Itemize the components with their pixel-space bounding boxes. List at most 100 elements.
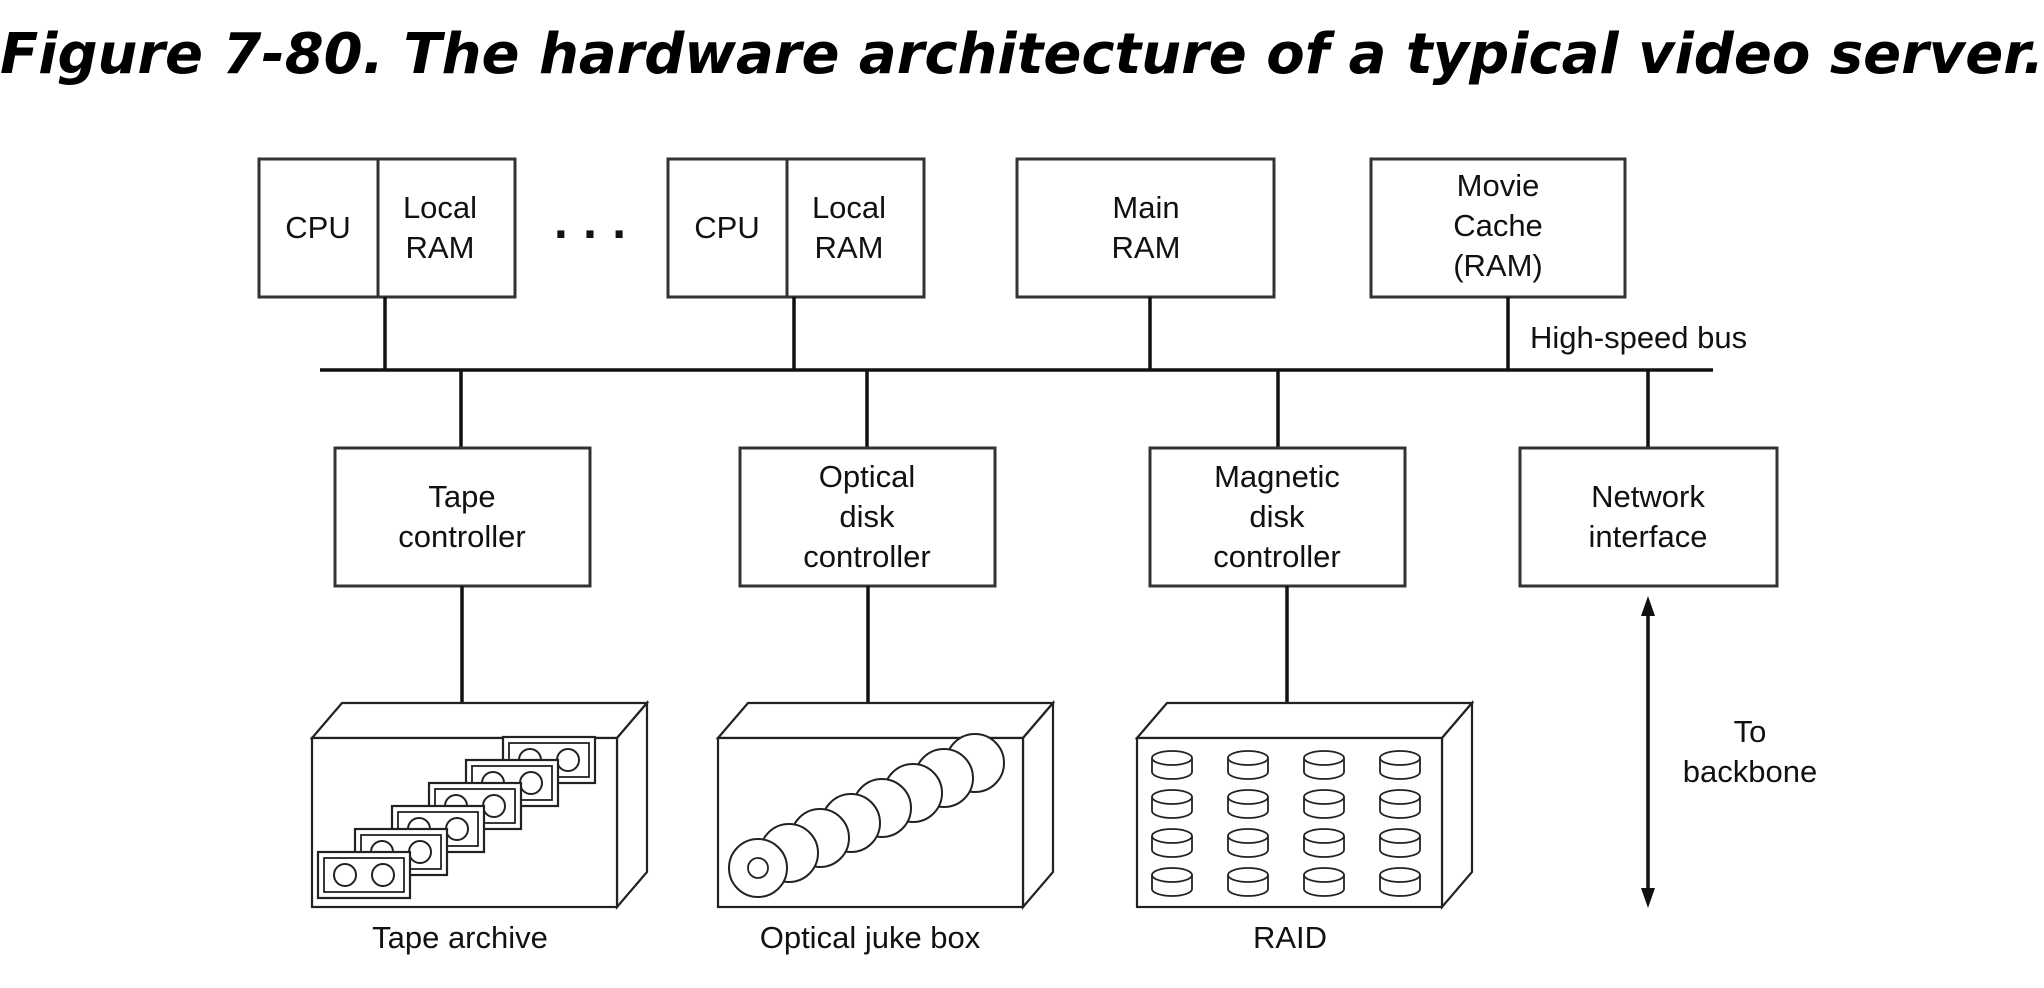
backbone-arrowhead-down [1641, 888, 1655, 908]
main-ram-box [1015, 157, 1276, 299]
tape-reel [482, 794, 506, 818]
raid-disk [1303, 867, 1345, 897]
optical-jukebox-label: Optical juke box [760, 920, 981, 955]
magnetic-controller-line1: Magnetic [1214, 459, 1340, 494]
architecture-diagram: CPU Local RAM . . . CPU Local RAM Main R… [257, 157, 1817, 955]
tape-cartridge-body [316, 850, 412, 900]
movie-cache-box [1369, 157, 1627, 299]
ellipsis: . . . [553, 202, 626, 248]
tape-controller-line2: controller [398, 519, 526, 554]
cpu-local-ram-box-2 [666, 157, 926, 299]
movie-cache-line1: Movie [1457, 168, 1540, 203]
raid-disk-top [1379, 750, 1421, 766]
optical-controller-line2: disk [839, 499, 895, 534]
main-ram: Main RAM [1015, 157, 1276, 299]
backbone-arrowhead-up [1641, 596, 1655, 616]
raid-disk [1227, 789, 1269, 819]
magnetic-controller-line3: controller [1213, 539, 1341, 574]
raid-disk-top [1303, 789, 1345, 805]
raid-disk [1151, 828, 1193, 858]
tape-reel [371, 863, 395, 887]
tape-archive-device [309, 700, 650, 910]
optical-controller-box [738, 446, 997, 588]
raid-disk-top [1151, 789, 1193, 805]
tape-archive-label: Tape archive [372, 920, 548, 955]
raid-disk [1379, 828, 1421, 858]
raid-disk-top [1227, 828, 1269, 844]
bus-label: High-speed bus [1530, 320, 1747, 355]
raid-disk [1151, 789, 1193, 819]
main-ram-line1: Main [1112, 190, 1179, 225]
network-interface: Network interface [1518, 446, 1779, 588]
local-ram-line2-2: RAM [815, 230, 884, 265]
tape-cartridge [316, 850, 412, 900]
network-interface-line2: interface [1589, 519, 1708, 554]
raid-disk-top [1227, 789, 1269, 805]
raid-disk [1227, 828, 1269, 858]
backbone-label-line2: backbone [1683, 754, 1817, 789]
tape-controller: Tape controller [333, 446, 592, 588]
raid-disk [1227, 867, 1269, 897]
optical-controller-line3: controller [803, 539, 931, 574]
tape-reel [556, 748, 580, 772]
figure-title: Figure 7-80. The hardware architecture o… [0, 22, 2044, 87]
raid-disk [1379, 867, 1421, 897]
magnetic-disk-controller: Magnetic disk controller [1148, 446, 1407, 588]
raid-label: RAID [1253, 920, 1327, 955]
raid-top-face [1134, 701, 1475, 740]
main-ram-line2: RAM [1112, 230, 1181, 265]
tape-archive-top-face [309, 701, 650, 740]
network-interface-box [1518, 446, 1779, 588]
cpu-local-ram-box-1 [257, 157, 517, 299]
local-ram-line1-1: Local [403, 190, 477, 225]
network-interface-line1: Network [1591, 479, 1705, 514]
raid-disk-top [1303, 867, 1345, 883]
raid-disk [1151, 867, 1193, 897]
raid-disk [1303, 828, 1345, 858]
raid-disk-top [1379, 789, 1421, 805]
backbone-label-line1: To [1734, 714, 1767, 749]
jukebox-side-face [1021, 700, 1055, 910]
raid-device [1134, 700, 1475, 910]
tape-reel [519, 771, 543, 795]
raid-disk [1227, 750, 1269, 780]
movie-cache: Movie Cache (RAM) [1369, 157, 1627, 299]
optical-controller-line1: Optical [819, 459, 915, 494]
raid-disk [1303, 789, 1345, 819]
raid-disk-top [1151, 828, 1193, 844]
raid-disk-top [1151, 750, 1193, 766]
optical-disc [728, 838, 788, 898]
tape-reel [333, 863, 357, 887]
raid-disk [1151, 750, 1193, 780]
tape-controller-box [333, 446, 592, 588]
raid-disk-top [1379, 867, 1421, 883]
magnetic-controller-box [1148, 446, 1407, 588]
tape-reel [408, 840, 432, 864]
local-ram-line2-1: RAM [406, 230, 475, 265]
tape-reel [445, 817, 469, 841]
raid-disk-top [1227, 750, 1269, 766]
optical-disc-hub [747, 857, 769, 879]
jukebox-top-face [715, 701, 1056, 740]
cpu-group-2: CPU Local RAM [666, 157, 926, 299]
movie-cache-line2: Cache [1453, 208, 1543, 243]
local-ram-line1-2: Local [812, 190, 886, 225]
raid-disk [1379, 750, 1421, 780]
cpu-group-1: CPU Local RAM [257, 157, 517, 299]
raid-disk-top [1303, 828, 1345, 844]
tape-controller-line1: Tape [428, 479, 495, 514]
raid-disk-top [1151, 867, 1193, 883]
backbone-arrow [1641, 596, 1655, 908]
optical-discs [728, 733, 1005, 898]
raid-disk-top [1379, 828, 1421, 844]
tape-cartridges [316, 735, 597, 900]
raid-disks [1151, 750, 1421, 897]
raid-disk [1303, 750, 1345, 780]
tape-cartridge-window [323, 857, 405, 893]
movie-cache-line3: (RAM) [1453, 248, 1543, 283]
tape-archive-side-face [615, 700, 649, 910]
optical-jukebox-device [715, 700, 1056, 910]
raid-side-face [1440, 700, 1474, 910]
raid-disk-top [1227, 867, 1269, 883]
magnetic-controller-line2: disk [1249, 499, 1305, 534]
